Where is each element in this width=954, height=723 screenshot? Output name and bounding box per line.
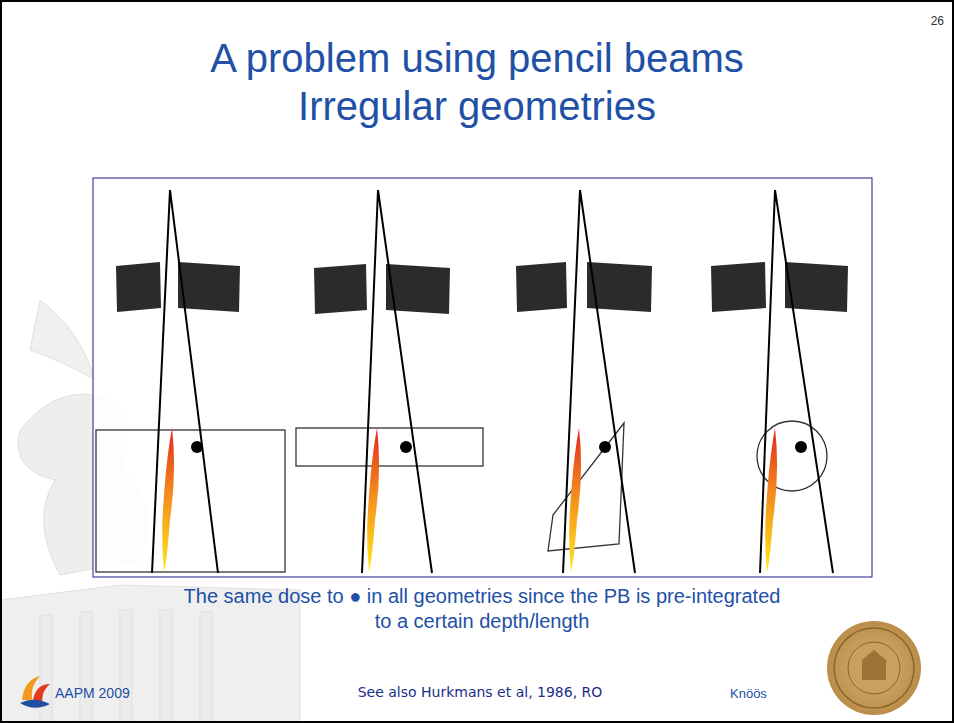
beam-modifier-block	[711, 262, 766, 312]
beam-edges	[362, 190, 432, 573]
beam-modifier-block	[178, 262, 240, 312]
pencil-beam	[367, 428, 379, 572]
slide-title: A problem using pencil beams Irregular g…	[177, 34, 777, 130]
beam-edges	[152, 190, 218, 573]
geometry-panel-wedge	[516, 190, 652, 573]
illustration-frame	[93, 178, 872, 577]
geometry-panel-slab	[296, 190, 483, 573]
slide-number: 26	[910, 14, 944, 28]
dose-point	[191, 441, 203, 453]
footer-author: Knöös	[730, 686, 800, 702]
dose-point	[795, 441, 807, 453]
beam-modifier-block	[116, 262, 161, 312]
phantom-slab	[296, 428, 483, 466]
dose-point	[400, 441, 412, 453]
pencil-beam	[765, 428, 777, 572]
slide-caption: The same dose to ● in all geometries sin…	[182, 584, 782, 634]
footer-reference: See also Hurkmans et al, 1986, RO	[300, 683, 660, 701]
geometry-panel-rectangle	[96, 190, 285, 573]
beam-edges	[760, 190, 833, 573]
footer-conference: AAPM 2009	[55, 684, 165, 702]
geometry-panel-circle	[711, 190, 848, 573]
beam-edges	[563, 190, 635, 573]
beam-modifier-block	[785, 262, 848, 312]
beam-modifier-block	[516, 262, 567, 312]
pencil-beam	[162, 428, 174, 572]
pencil-beam	[569, 428, 581, 572]
aapm-logo	[20, 676, 50, 708]
phantom-circle	[757, 421, 827, 491]
university-seal	[827, 621, 921, 715]
beam-modifier-block	[314, 264, 367, 314]
phantom-rectangle	[96, 430, 285, 572]
dose-point	[599, 441, 611, 453]
beam-modifier-block	[386, 264, 450, 314]
phantom-wedge	[548, 423, 624, 551]
